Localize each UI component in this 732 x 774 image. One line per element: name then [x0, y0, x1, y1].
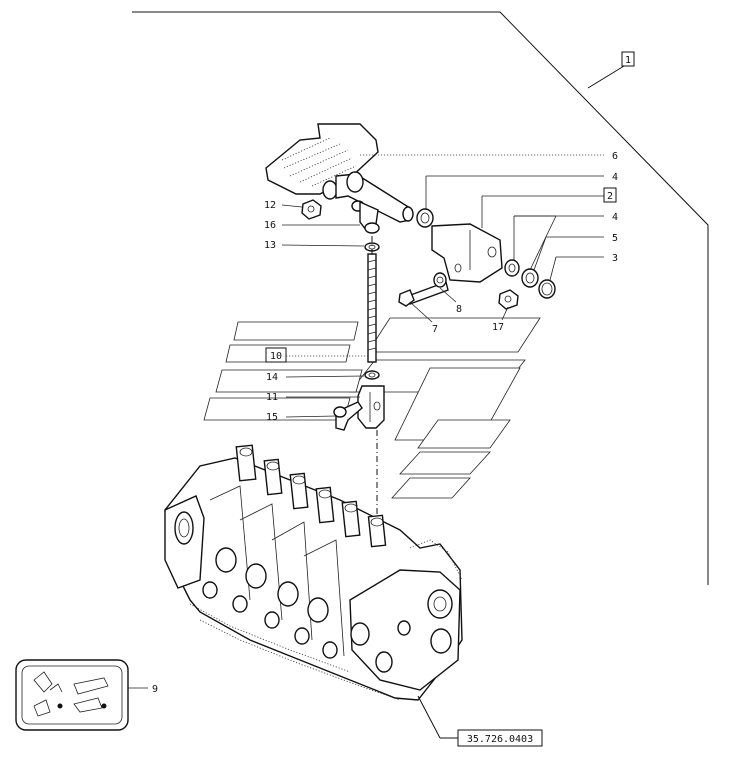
washer-8 — [433, 272, 447, 288]
callout-label-4b: 4 — [612, 212, 618, 223]
reference-code: 35.726.0403 — [467, 734, 533, 745]
callout-label-15: 15 — [266, 412, 278, 423]
callout-label-6: 6 — [612, 151, 618, 162]
callout-1: 1 — [587, 51, 635, 89]
callout-label-17: 17 — [492, 322, 504, 333]
washer-5 — [521, 268, 539, 288]
callout-label-5: 5 — [612, 233, 618, 244]
bush-upper — [416, 208, 434, 228]
callout-label-11: 11 — [266, 392, 278, 403]
callout-7: 7 — [409, 301, 438, 335]
callout-5: 5 — [533, 233, 618, 271]
callout-label-7: 7 — [432, 324, 438, 335]
callout-label-12: 12 — [264, 200, 276, 211]
callout-9: 9 — [128, 684, 158, 695]
callout-2: 2 — [481, 187, 617, 228]
callout-8: 8 — [439, 287, 462, 315]
callout-label-10: 10 — [270, 351, 282, 362]
callout-15: 15 — [266, 412, 337, 423]
background-panel-outline — [203, 317, 541, 499]
callout-label-2: 2 — [607, 191, 613, 202]
callout-11: 11 — [266, 392, 360, 403]
support-bracket — [431, 223, 503, 283]
callout-label-3: 3 — [612, 253, 618, 264]
nut-17 — [498, 289, 519, 310]
callout-4-lower: 4 — [513, 212, 618, 271]
callout-label-4a: 4 — [612, 172, 618, 183]
clevis-pin — [333, 401, 363, 431]
callout-12: 12 — [264, 200, 303, 211]
callout-6: 6 — [360, 151, 618, 162]
callout-label-9: 9 — [152, 684, 158, 695]
callout-label-8: 8 — [456, 304, 462, 315]
bush-lower — [504, 259, 520, 277]
callout-label-1: 1 — [625, 55, 631, 66]
ball-joint — [351, 200, 380, 234]
callout-14: 14 — [266, 372, 365, 383]
callout-label-13: 13 — [264, 240, 276, 251]
decal-sticker — [15, 659, 129, 731]
pedal-shaft — [322, 171, 414, 223]
nut-14 — [364, 370, 380, 380]
threaded-rod — [367, 253, 377, 363]
control-valve — [164, 444, 463, 701]
callout-16: 16 — [264, 220, 360, 231]
reference-callout: 35.726.0403 — [417, 695, 543, 747]
callout-3: 3 — [549, 253, 618, 281]
clevis — [357, 385, 385, 429]
callout-4-upper: 4 — [425, 172, 618, 210]
callout-label-16: 16 — [264, 220, 276, 231]
callout-17: 17 — [492, 306, 509, 333]
callout-13: 13 — [264, 240, 365, 251]
callout-10: 10 — [265, 347, 368, 363]
nut-12 — [301, 199, 322, 220]
assembly-boundary-line — [132, 11, 709, 585]
snap-ring-3 — [538, 279, 556, 299]
callout-label-14: 14 — [266, 372, 278, 383]
